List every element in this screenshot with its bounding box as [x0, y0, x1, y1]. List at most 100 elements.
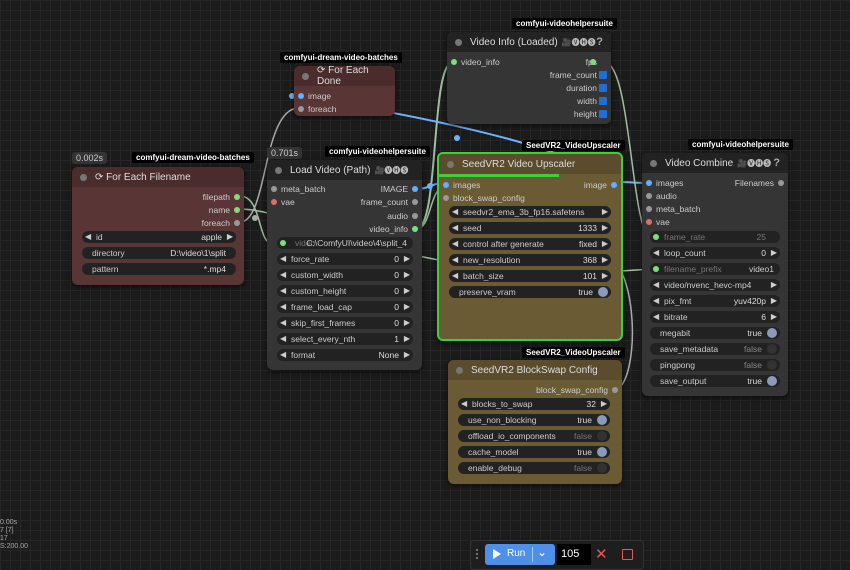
- output-foreach[interactable]: foreach: [202, 217, 240, 229]
- input-meta-batch[interactable]: meta_batch: [271, 183, 325, 195]
- node-title[interactable]: ⟳ For Each Filename: [72, 167, 244, 187]
- collapse-dot-icon[interactable]: [455, 38, 462, 46]
- output-frame-count[interactable]: frame_count: [550, 69, 607, 81]
- output-duration[interactable]: duration: [566, 82, 607, 94]
- node-seedvr2-upscaler[interactable]: SeedVR2 Video Upscaler images block_swap…: [437, 152, 623, 341]
- output-height[interactable]: height: [574, 108, 607, 120]
- collapse-dot-icon[interactable]: [650, 159, 657, 167]
- output-video-info[interactable]: video_info: [369, 223, 418, 235]
- node-title[interactable]: ⟳ For Each Done: [294, 66, 395, 87]
- run-button[interactable]: Run ⌄: [485, 544, 555, 565]
- input-video-info[interactable]: video_info: [451, 56, 500, 68]
- pack-badge-load-video: comfyui-videohelpersuite: [325, 146, 430, 157]
- node-for-each-done[interactable]: ⟳ For Each Done image foreach: [294, 66, 395, 116]
- progress-bar: [439, 174, 559, 177]
- output-filenames[interactable]: Filenames: [735, 177, 784, 189]
- output-image[interactable]: image: [584, 179, 617, 191]
- input-foreach[interactable]: foreach: [298, 103, 336, 115]
- output-image[interactable]: IMAGE: [381, 183, 418, 195]
- node-title[interactable]: Video Info (Loaded) 🎥🅥🅗🅢 ?: [447, 32, 611, 52]
- output-width[interactable]: width: [577, 95, 607, 107]
- collapse-dot-icon[interactable]: [80, 173, 87, 181]
- output-block-swap-config[interactable]: block_swap_config: [536, 384, 618, 396]
- node-video-info[interactable]: Video Info (Loaded) 🎥🅥🅗🅢 ? video_info fp…: [447, 32, 611, 124]
- queue-count-input[interactable]: 105: [557, 544, 591, 565]
- queue-toolbar: Run ⌄ 105 ✕: [470, 540, 644, 570]
- widget-format[interactable]: ◀video/nvenc_hevc-mp4▶: [650, 279, 780, 291]
- node-seedvr2-blockswap[interactable]: SeedVR2 BlockSwap Config block_swap_conf…: [448, 360, 622, 484]
- node-title[interactable]: SeedVR2 Video Upscaler: [439, 154, 621, 174]
- input-meta-batch[interactable]: meta_batch: [646, 203, 700, 215]
- widget-video-path[interactable]: video C:\ComfyUI\video\4\split_4: [277, 237, 413, 249]
- input-image[interactable]: image: [298, 90, 331, 102]
- input-audio[interactable]: audio: [646, 190, 677, 202]
- node-video-combine[interactable]: Video Combine 🎥🅥🅗🅢 ? images audio meta_b…: [642, 153, 788, 396]
- collapse-dot-icon[interactable]: [275, 166, 282, 174]
- output-frame-count[interactable]: frame_count: [361, 196, 418, 208]
- collapse-dot-icon[interactable]: [302, 72, 309, 80]
- input-block-swap-config[interactable]: block_swap_config: [443, 192, 525, 204]
- output-audio[interactable]: audio: [387, 210, 418, 222]
- pack-badge-video-combine: comfyui-videohelpersuite: [688, 139, 793, 150]
- input-vae[interactable]: vae: [271, 196, 295, 208]
- output-filepath[interactable]: filepath: [203, 191, 240, 203]
- timer-for-each-filename: 0.002s: [72, 152, 108, 164]
- drag-handle-icon[interactable]: [475, 548, 479, 560]
- output-fps[interactable]: fps: [586, 56, 607, 68]
- pack-badge-upscaler: SeedVR2_VideoUpscaler: [522, 140, 625, 151]
- perf-stats: 0.00s 7 [7] 17 S:200.00: [0, 519, 29, 550]
- output-name[interactable]: name: [209, 204, 240, 216]
- stop-icon[interactable]: [622, 549, 633, 560]
- input-images[interactable]: images: [443, 179, 480, 191]
- close-icon[interactable]: ✕: [595, 546, 608, 563]
- widget-model[interactable]: ◀seedvr2_ema_3b_fp16.safetens▶: [449, 206, 611, 218]
- pack-badge-for-each-filename: comfyui-dream-video-batches: [132, 152, 254, 163]
- input-images[interactable]: images: [646, 177, 683, 189]
- input-vae[interactable]: vae: [646, 216, 670, 228]
- help-icon[interactable]: ?: [773, 157, 780, 169]
- widget-pattern[interactable]: pattern*.mp4: [82, 263, 236, 275]
- play-icon: [493, 549, 501, 559]
- help-icon[interactable]: ?: [596, 36, 603, 48]
- chevron-down-icon[interactable]: ⌄: [537, 545, 548, 559]
- node-title[interactable]: SeedVR2 BlockSwap Config: [448, 360, 622, 380]
- timer-load-video: 0.701s: [267, 147, 303, 159]
- node-title[interactable]: Load Video (Path) 🎥🅥🅗🅢: [267, 160, 422, 180]
- node-load-video[interactable]: Load Video (Path) 🎥🅥🅗🅢 meta_batch vae IM…: [267, 160, 422, 370]
- collapse-dot-icon[interactable]: [447, 160, 454, 168]
- pack-badge-for-each-done: comfyui-dream-video-batches: [280, 52, 402, 63]
- pack-badge-video-info: comfyui-videohelpersuite: [512, 18, 617, 29]
- node-title[interactable]: Video Combine 🎥🅥🅗🅢 ?: [642, 153, 788, 173]
- collapse-dot-icon[interactable]: [456, 366, 463, 374]
- pack-badge-blockswap: SeedVR2_VideoUpscaler: [522, 347, 625, 358]
- node-for-each-filename[interactable]: ⟳ For Each Filename filepath name foreac…: [72, 167, 244, 285]
